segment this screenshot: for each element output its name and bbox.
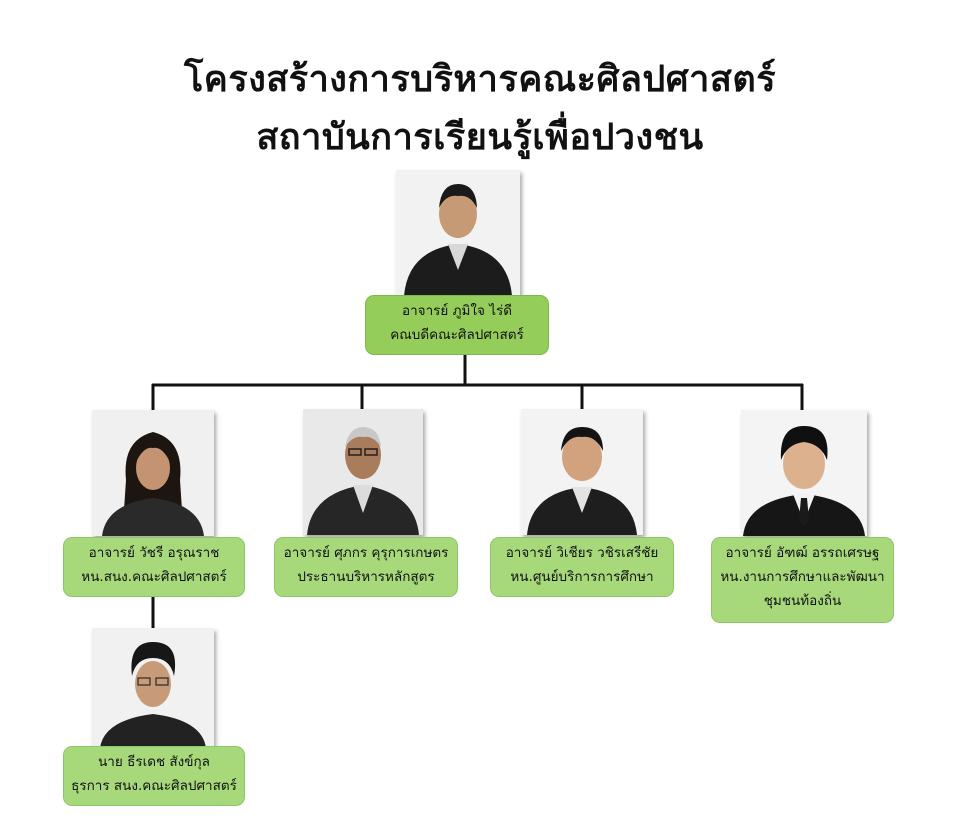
person-icon bbox=[741, 410, 867, 536]
dean-label: อาจารย์ ภูมิใจ ไร่ดี คณบดีคณะศิลปศาสตร์ bbox=[365, 295, 549, 355]
staff-photo bbox=[92, 628, 214, 748]
member-name: อาจารย์ อัฑฒ์ อรรถเศรษฐ bbox=[725, 545, 880, 561]
dean-name: อาจารย์ ภูมิใจ ไร่ดี bbox=[401, 303, 513, 319]
member-label: อาจารย์ อัฑฒ์ อรรถเศรษฐ หน.งานการศึกษาแล… bbox=[711, 537, 894, 623]
member-role: หน.งานการศึกษาและพัฒนา bbox=[720, 569, 885, 585]
member-name: อาจารย์ ศุภกร คุรุการเกษตร bbox=[283, 545, 449, 561]
member-name: อาจารย์ วัชรี อรุณราช bbox=[88, 545, 220, 561]
member-photo bbox=[521, 409, 643, 535]
member-photo bbox=[92, 410, 214, 536]
member-label: อาจารย์ วัชรี อรุณราช หน.สนง.คณะศิลปศาสต… bbox=[63, 537, 245, 597]
member-label: อาจารย์ ศุภกร คุรุการเกษตร ประธานบริหารห… bbox=[274, 537, 458, 597]
person-icon bbox=[396, 170, 520, 296]
staff-label: นาย ธีรเดช สังข์กุล ธุรการ สนง.คณะศิลปศา… bbox=[63, 746, 245, 806]
member-role-line-2: ชุมชนท้องถิ่น bbox=[763, 593, 842, 609]
member-role: หน.ศูนย์บริการการศึกษา bbox=[510, 569, 654, 585]
chart-title-line-1: โครงสร้างการบริหารคณะศิลปศาสตร์ bbox=[183, 59, 777, 100]
dean-photo bbox=[396, 170, 520, 296]
dean-role: คณบดีคณะศิลปศาสตร์ bbox=[390, 327, 524, 343]
staff-name: นาย ธีรเดช สังข์กุล bbox=[98, 754, 210, 770]
member-label: อาจารย์ วิเชียร วชิรเสรีชัย หน.ศูนย์บริก… bbox=[490, 537, 674, 597]
person-icon bbox=[92, 628, 214, 748]
chart-title-line-2: สถาบันการเรียนรู้เพื่อปวงชน bbox=[256, 117, 704, 158]
person-icon bbox=[521, 409, 643, 535]
person-icon bbox=[303, 409, 423, 535]
member-photo bbox=[741, 410, 867, 536]
member-photo bbox=[303, 409, 423, 535]
staff-role: ธุรการ สนง.คณะศิลปศาสตร์ bbox=[71, 778, 237, 794]
member-name: อาจารย์ วิเชียร วชิรเสรีชัย bbox=[505, 545, 659, 561]
person-icon bbox=[92, 410, 214, 536]
member-role: ประธานบริหารหลักสูตร bbox=[297, 569, 435, 585]
member-role: หน.สนง.คณะศิลปศาสตร์ bbox=[81, 569, 227, 585]
